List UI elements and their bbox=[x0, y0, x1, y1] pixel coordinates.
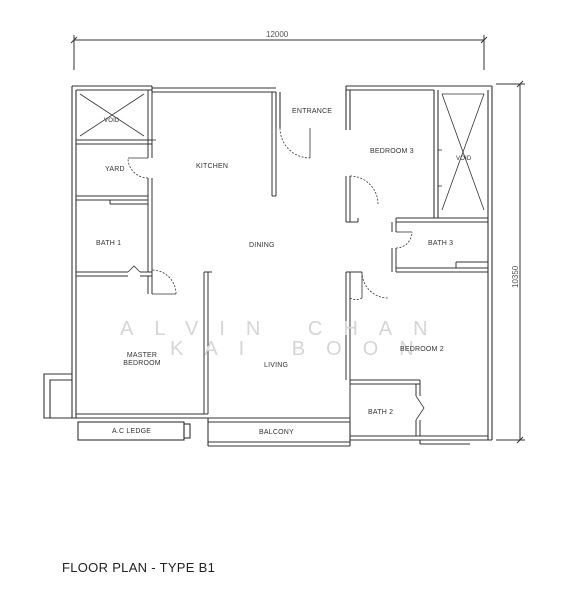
right-dimension-line bbox=[496, 80, 525, 444]
room-label-balcony: BALCONY bbox=[259, 429, 294, 436]
room-label-bedroom3: BEDROOM 3 bbox=[370, 148, 414, 155]
floor-plan-title: FLOOR PLAN - TYPE B1 bbox=[62, 560, 216, 575]
windows bbox=[152, 139, 442, 187]
doors bbox=[127, 127, 425, 421]
room-label-entrance: ENTRANCE bbox=[292, 108, 333, 115]
room-label-void-left: VOID bbox=[104, 118, 120, 124]
room-label-master-line2: BEDROOM bbox=[123, 360, 161, 367]
watermark-line-1: ALVIN CHAN bbox=[120, 318, 449, 340]
room-label-ac-ledge: A.C LEDGE bbox=[112, 428, 152, 435]
width-dimension: 12000 bbox=[266, 30, 289, 39]
exterior-walls bbox=[43, 85, 493, 447]
room-label-yard: YARD bbox=[105, 166, 125, 173]
room-label-bath1: BATH 1 bbox=[96, 240, 122, 247]
room-label-bath3: BATH 3 bbox=[428, 240, 454, 247]
room-label-master-line1: MASTER bbox=[126, 352, 158, 359]
room-label-dining: DINING bbox=[249, 242, 275, 249]
room-label-kitchen: KITCHEN bbox=[196, 163, 229, 170]
room-label-bath2: BATH 2 bbox=[368, 409, 394, 416]
height-dimension: 10350 bbox=[511, 265, 520, 288]
interior-walls bbox=[76, 90, 488, 436]
top-dimension-line bbox=[70, 35, 488, 70]
room-label-void-right: VOID bbox=[456, 156, 472, 162]
watermark-line-2: KAI BOON bbox=[170, 338, 435, 360]
void-left-cross bbox=[79, 93, 145, 137]
void-right-cross bbox=[441, 93, 485, 211]
room-label-living: LIVING bbox=[264, 362, 289, 369]
room-label-bedroom2: BEDROOM 2 bbox=[400, 346, 444, 353]
